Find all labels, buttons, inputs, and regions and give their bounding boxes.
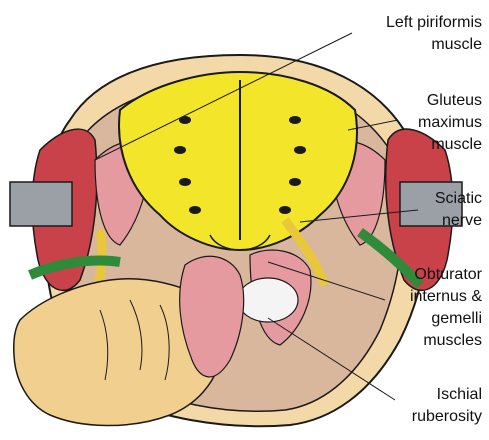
leader-sciatic-nerve xyxy=(299,209,419,223)
ischial-tuberosity xyxy=(237,277,299,323)
label-left-piriformis: Left piriformis muscle xyxy=(385,14,482,53)
right-sciatic-nerve xyxy=(281,217,330,287)
leader-obturator xyxy=(267,261,386,301)
leader-ischial xyxy=(267,317,396,401)
leader-gluteus-maximus xyxy=(347,119,399,131)
right-retractor xyxy=(399,181,463,227)
label-obturator-internus: Obturator internus & gemelli muscles xyxy=(409,266,482,349)
leader-left-piriformis xyxy=(94,32,353,161)
hand-finger-lines xyxy=(99,299,170,381)
sacral-foramina xyxy=(174,116,306,214)
leader-lines xyxy=(94,32,419,401)
rectum-tissue xyxy=(179,255,245,378)
right-vessel xyxy=(357,227,424,289)
surgeon-hand xyxy=(13,278,225,427)
label-gluteus-maximus: Gluteus maximus muscle xyxy=(417,92,482,153)
left-vessel xyxy=(28,255,121,280)
left-retractor xyxy=(9,181,73,227)
sacral-apex xyxy=(209,234,271,251)
label-sciatic-nerve: Sciatic nerve xyxy=(434,190,482,229)
label-ischial-tuberosity: Ischial ruberosity xyxy=(411,386,482,425)
